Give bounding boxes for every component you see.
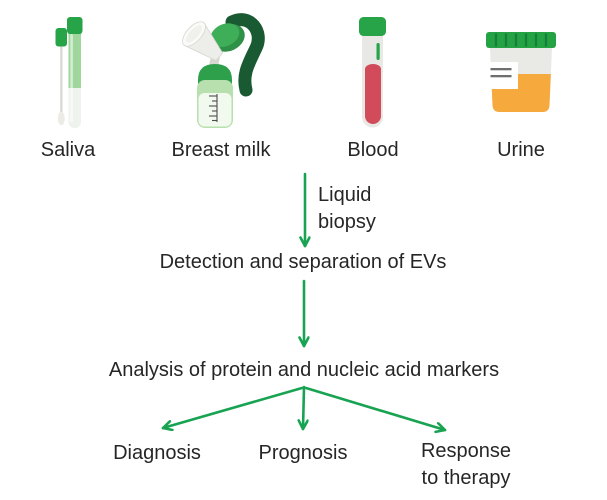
- tube-cap: [359, 17, 386, 36]
- flow-step-analysis: Analysis of protein and nucleic acid mar…: [108, 359, 500, 381]
- sample-label-breast-milk: Breast milk: [171, 139, 271, 161]
- liquid-biopsy-label: Liquid biopsy: [318, 184, 376, 233]
- sample-label-saliva: Saliva: [40, 139, 96, 161]
- saliva-swab-tube-icon: [55, 17, 83, 129]
- arrow-to-response: [304, 386, 447, 430]
- outcome-label-diagnosis: Diagnosis: [113, 442, 201, 464]
- tube-highlight: [70, 34, 73, 122]
- pump-handle: [225, 13, 265, 97]
- pump-funnel: [182, 21, 224, 61]
- cup-lid: [486, 32, 556, 48]
- outcome-label-response-to-therapy: Response to therapy: [420, 440, 512, 489]
- cup-label: [488, 62, 518, 89]
- tube-mark: [376, 43, 380, 60]
- swab-cap: [55, 28, 67, 47]
- blood-fill: [365, 64, 381, 124]
- arrow-to-prognosis: [303, 385, 304, 431]
- urine-cup-icon: [486, 32, 556, 112]
- arrow-to-diagnosis: [161, 386, 304, 428]
- swab-cotton-tip: [57, 111, 65, 126]
- outcome-label-prognosis: Prognosis: [258, 442, 348, 464]
- flow-step-detection: Detection and separation of EVs: [159, 251, 447, 273]
- bottle-cap-dome: [198, 64, 232, 84]
- blood-tube-icon: [359, 17, 386, 128]
- pump-head: [210, 23, 245, 52]
- swab-stick: [60, 44, 63, 116]
- bottle-milk: [198, 93, 232, 127]
- bottle-scale: [209, 94, 218, 122]
- breast-pump-icon: [182, 13, 265, 128]
- sample-label-urine: Urine: [497, 139, 545, 161]
- sample-label-blood: Blood: [347, 139, 399, 161]
- tube-cap: [67, 17, 83, 34]
